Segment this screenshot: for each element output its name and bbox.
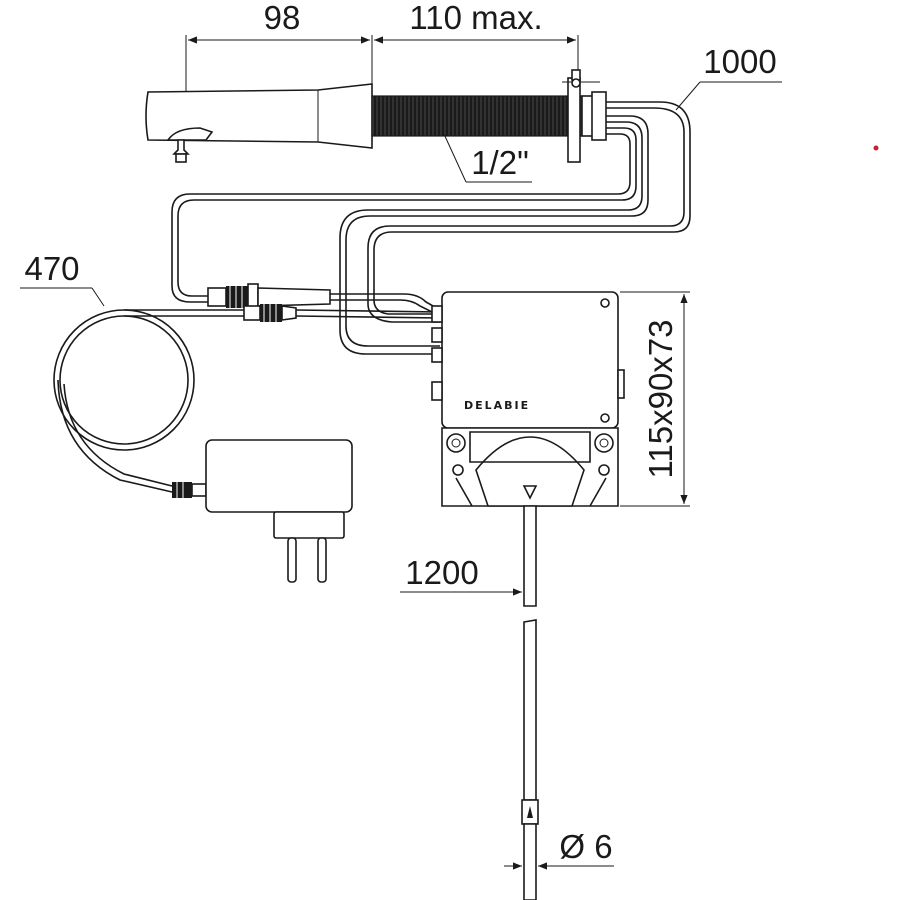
adapter-connector — [260, 304, 282, 322]
dimension-spout-length: 98 — [185, 0, 373, 92]
marker-dot — [873, 145, 879, 151]
dimension-adapter-cable-length: 470 — [20, 250, 105, 307]
dimension-hose-length: 1200 — [400, 554, 522, 596]
thread-length-label: 110 max. — [409, 0, 542, 36]
hose-length-label: 1200 — [405, 554, 478, 591]
box-size-label: 115x90x73 — [642, 319, 679, 478]
dimension-box-size: 115x90x73 — [620, 291, 690, 507]
hose-diameter-label: Ø 6 — [559, 828, 612, 865]
spout-length-label: 98 — [264, 0, 301, 36]
adapter-cable-coil — [53, 304, 441, 498]
thread-size-label: 1/2" — [471, 144, 529, 181]
brand-label: DELABIE — [464, 399, 530, 412]
threaded-tail — [371, 69, 607, 163]
adapter-cable-length-label: 470 — [24, 250, 79, 287]
tap-cables — [171, 101, 691, 355]
hose — [521, 505, 539, 900]
power-supply-plug — [172, 482, 207, 498]
cable-length-label: 1000 — [703, 43, 776, 80]
cable-connector-male — [226, 286, 248, 308]
dimension-thread-size: 1/2" — [443, 133, 532, 183]
power-supply — [205, 439, 353, 583]
dimension-hose-diameter: Ø 6 — [504, 828, 614, 876]
electronic-box: DELABIE — [431, 291, 625, 507]
dimension-cable-length: 1000 — [675, 43, 782, 111]
dimension-thread-length: 110 max. — [374, 0, 579, 78]
spout — [145, 83, 373, 163]
